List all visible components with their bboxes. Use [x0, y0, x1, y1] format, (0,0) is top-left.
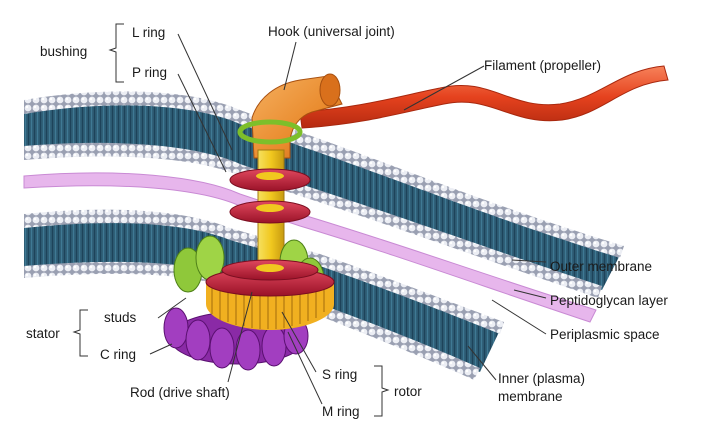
label-c-ring: C ring: [100, 347, 136, 363]
label-studs: studs: [104, 310, 136, 326]
label-hook: Hook (universal joint): [268, 24, 395, 40]
label-bushing: bushing: [40, 44, 87, 60]
label-p-ring: P ring: [132, 65, 167, 81]
label-filament: Filament (propeller): [484, 58, 601, 74]
label-stator: stator: [26, 326, 60, 342]
label-rod: Rod (drive shaft): [130, 385, 230, 401]
label-m-ring: M ring: [322, 404, 360, 420]
label-outer-membrane: Outer membrane: [550, 259, 652, 275]
filament: [300, 66, 668, 128]
label-s-ring: S ring: [322, 367, 357, 383]
label-rotor: rotor: [394, 384, 422, 400]
label-periplasmic-space: Periplasmic space: [550, 327, 660, 343]
m-s-rings: [206, 260, 334, 330]
label-l-ring: L ring: [132, 25, 165, 41]
label-inner-membrane-line1: Inner (plasma): [498, 371, 585, 387]
label-inner-membrane-line2: membrane: [498, 389, 563, 405]
label-peptidoglycan-layer: Peptidoglycan layer: [550, 293, 668, 309]
